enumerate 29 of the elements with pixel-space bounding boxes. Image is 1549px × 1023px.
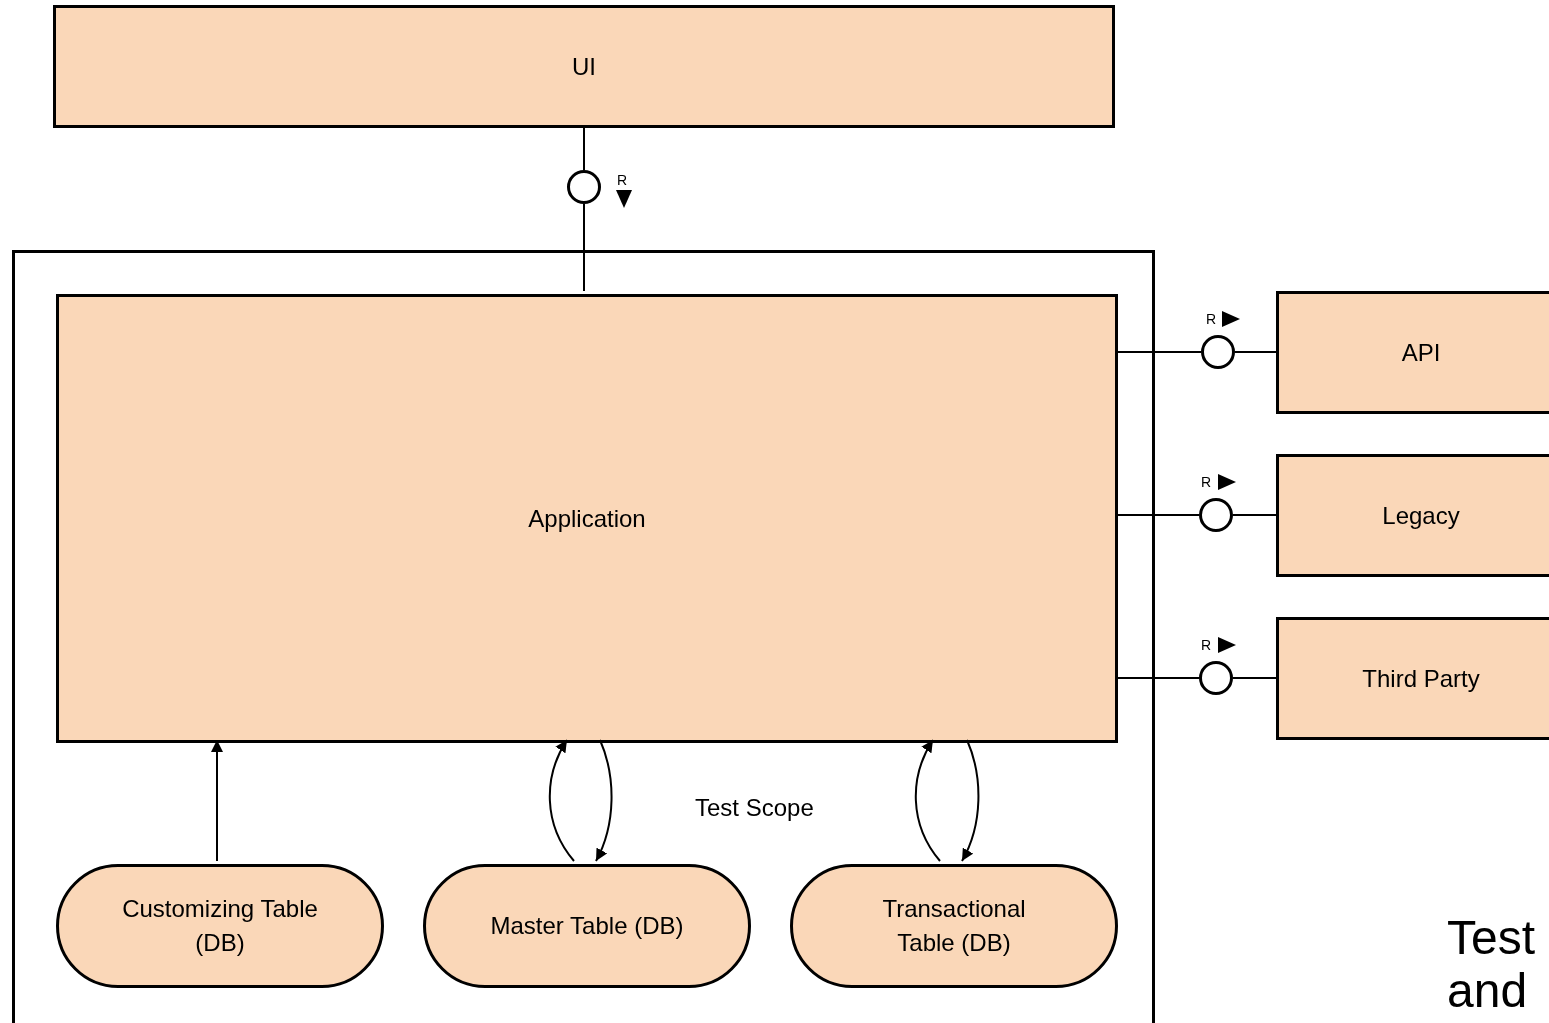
- interface-role-label: R: [1201, 636, 1212, 655]
- arrow: [961, 739, 980, 862]
- arrow: [595, 739, 613, 862]
- connector-line: [1232, 514, 1277, 516]
- node-label: Customizing Table (DB): [121, 894, 319, 958]
- scope-label: Test Scope: [695, 793, 814, 823]
- arrow: [914, 739, 941, 862]
- node-label: UI: [572, 51, 596, 82]
- external-system-box: [1276, 617, 1549, 740]
- test-scope-boundary: [12, 250, 1155, 1023]
- interface-role-label: R: [617, 171, 628, 190]
- connector-line: [1234, 351, 1277, 353]
- arrow: [548, 739, 575, 862]
- interface-role-label: R: [1201, 473, 1212, 492]
- connector-line: [1232, 677, 1277, 679]
- external-system-box: [1276, 454, 1549, 577]
- node-label: Application: [528, 503, 646, 534]
- connector-line: [583, 127, 585, 171]
- external-system-box: [1276, 291, 1549, 414]
- node-label: Master Table (DB): [489, 911, 685, 942]
- node-label: Third Party: [1362, 663, 1480, 694]
- ui-layer-box: [53, 5, 1115, 128]
- application-box: [56, 294, 1118, 743]
- node-label: Transactional Table (DB): [881, 894, 1027, 958]
- interface-role-label: R: [1206, 310, 1217, 329]
- connector-line: [583, 203, 585, 292]
- node-label: Legacy: [1382, 500, 1460, 531]
- note-text: Test and: [1447, 912, 1537, 1018]
- node-label: API: [1401, 337, 1441, 368]
